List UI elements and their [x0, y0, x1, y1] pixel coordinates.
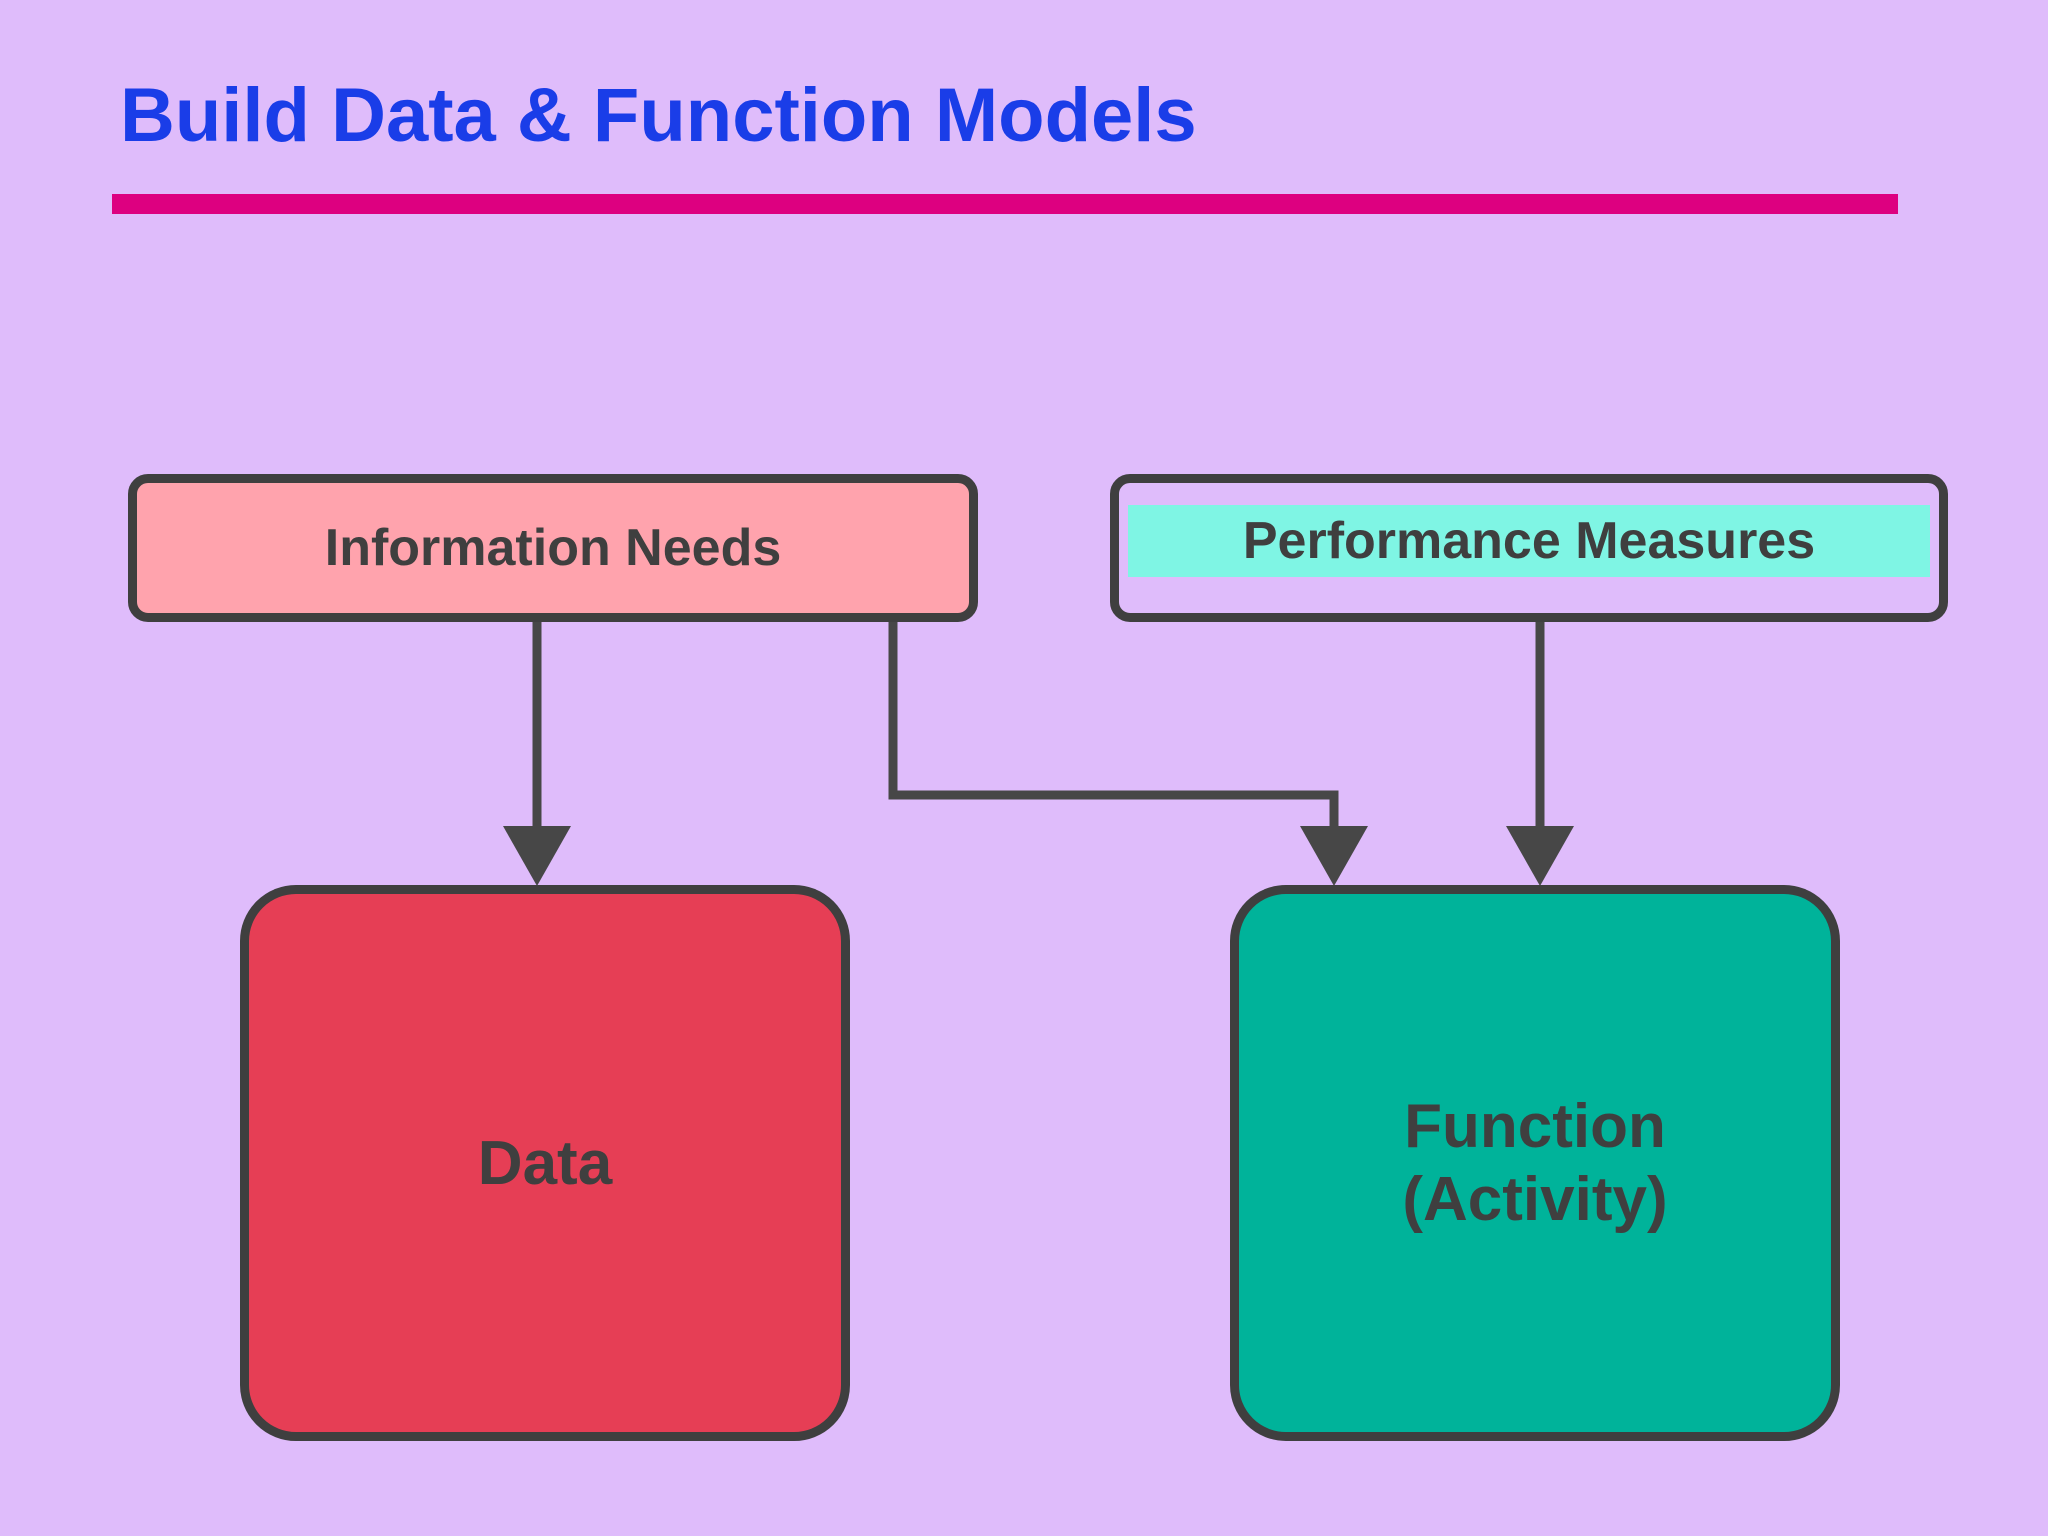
edge-performance-measures-to-function — [1506, 622, 1574, 886]
title-underline-rule — [112, 194, 1898, 214]
edge-information-needs-to-function — [888, 622, 1368, 886]
node-performance-measures-fill: Performance Measures — [1128, 505, 1930, 577]
node-information-needs[interactable]: Information Needs — [128, 474, 978, 622]
edge-information-needs-to-data — [503, 622, 571, 886]
node-data[interactable]: Data — [240, 885, 850, 1441]
node-function-label: Function (Activity) — [1402, 1091, 1668, 1234]
page-title: Build Data & Function Models — [120, 73, 1197, 158]
node-performance-measures-label: Performance Measures — [1242, 512, 1816, 570]
node-performance-measures[interactable]: Performance Measures — [1110, 474, 1948, 622]
node-function[interactable]: Function (Activity) — [1230, 885, 1840, 1441]
node-information-needs-label: Information Needs — [324, 519, 782, 577]
node-data-label: Data — [477, 1128, 613, 1198]
